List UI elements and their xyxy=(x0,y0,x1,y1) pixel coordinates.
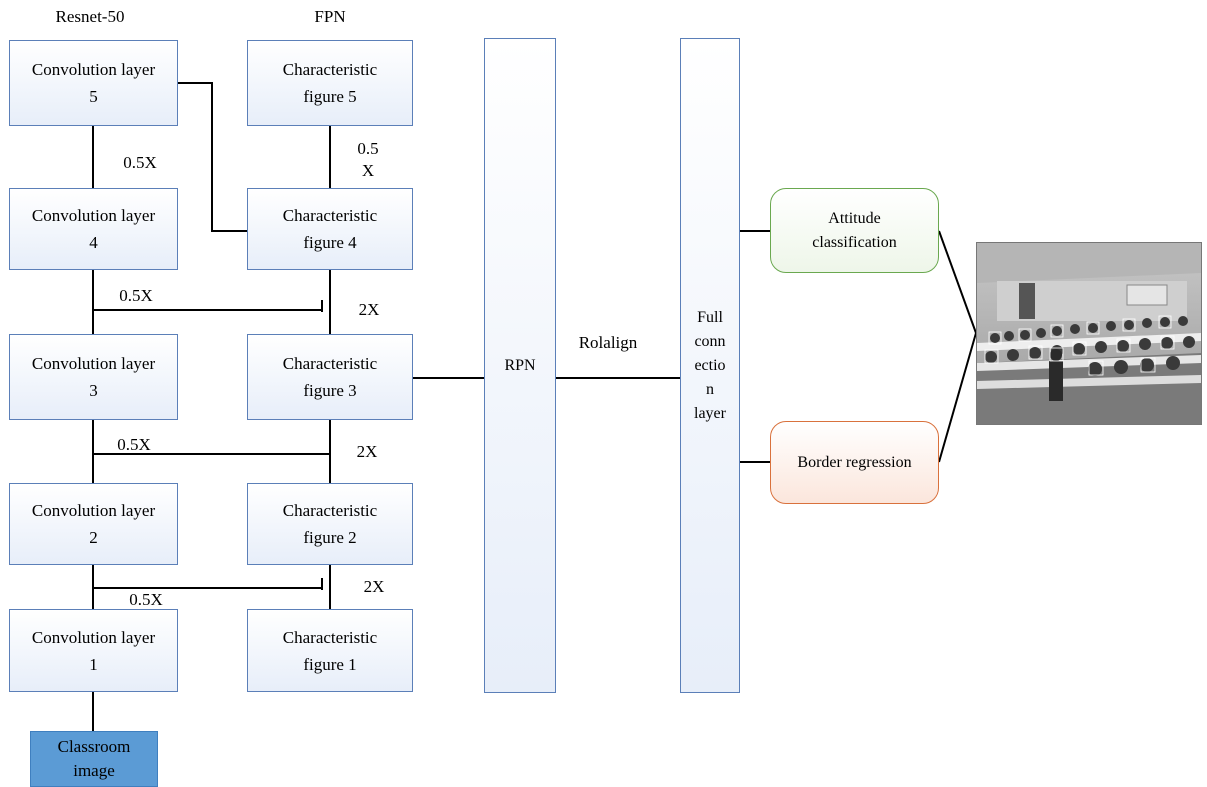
full-connection-layer: Full conn ectio n layer xyxy=(680,38,740,693)
characteristic-figure-3-label: Characteristic figure 3 xyxy=(282,354,378,400)
rpn-block: RPN xyxy=(484,38,556,693)
attitude-classification-label: Attitude classification xyxy=(812,209,897,251)
classroom-photo xyxy=(976,242,1202,425)
resnet-header: Resnet-50 xyxy=(55,7,125,26)
classroom-image-label: Classroom image xyxy=(57,737,131,780)
characteristic-figure-5: Characteristic figure 5 xyxy=(247,40,413,126)
scale-label-down-5-4: 0.5X xyxy=(123,153,157,172)
convolution-layer-4: Convolution layer 4 xyxy=(9,188,178,270)
classroom-photo-illustration xyxy=(977,243,1201,424)
convolution-layer-1: Convolution layer 1 xyxy=(9,609,178,692)
scale-label-down-2-1: 0.5X xyxy=(129,590,163,609)
convolution-layer-2: Convolution layer 2 xyxy=(9,483,178,565)
roialign-label: Rolalign xyxy=(578,333,638,352)
convolution-layer-5-label: Convolution layer 5 xyxy=(31,60,156,106)
scale-label-down-3-2: 0.5X xyxy=(117,435,151,454)
scale-label-up-4: 2X xyxy=(358,300,380,319)
convolution-layer-4-label: Convolution layer 4 xyxy=(31,206,156,252)
characteristic-figure-3: Characteristic figure 3 xyxy=(247,334,413,420)
convolution-layer-3: Convolution layer 3 xyxy=(9,334,178,420)
characteristic-figure-2: Characteristic figure 2 xyxy=(247,483,413,565)
border-regression-label: Border regression xyxy=(797,453,912,471)
characteristic-figure-2-label: Characteristic figure 2 xyxy=(282,501,378,547)
lateral-conv5-fig4 xyxy=(178,82,247,232)
convolution-layer-2-label: Convolution layer 2 xyxy=(31,501,156,547)
fpn-header: FPN xyxy=(314,7,346,26)
characteristic-figure-4-label: Characteristic figure 4 xyxy=(282,206,378,252)
characteristic-figure-5-label: Characteristic figure 5 xyxy=(282,60,378,106)
full-connection-layer-label: Full conn ectio n layer xyxy=(694,308,726,422)
scale-label-up-2: 2X xyxy=(363,577,385,596)
attitude-to-photo xyxy=(938,230,977,334)
convolution-layer-1-label: Convolution layer 1 xyxy=(31,627,156,674)
border-to-photo xyxy=(938,332,977,463)
classroom-image-input: Classroom image xyxy=(30,731,158,787)
characteristic-figure-1-label: Characteristic figure 1 xyxy=(282,627,378,674)
scale-label-up-3: 2X xyxy=(356,442,378,461)
attitude-classification-box: Attitude classification xyxy=(770,188,939,273)
convolution-layer-5: Convolution layer 5 xyxy=(9,40,178,126)
convolution-layer-3-label: Convolution layer 3 xyxy=(31,354,156,400)
characteristic-figure-1: Characteristic figure 1 xyxy=(247,609,413,692)
rpn-label: RPN xyxy=(504,356,536,374)
border-regression-box: Border regression xyxy=(770,421,939,504)
characteristic-figure-4: Characteristic figure 4 xyxy=(247,188,413,270)
scale-label-down-4-3: 0.5X xyxy=(119,286,153,305)
scale-label-fpn-5-4: 0.5 X xyxy=(357,139,379,180)
